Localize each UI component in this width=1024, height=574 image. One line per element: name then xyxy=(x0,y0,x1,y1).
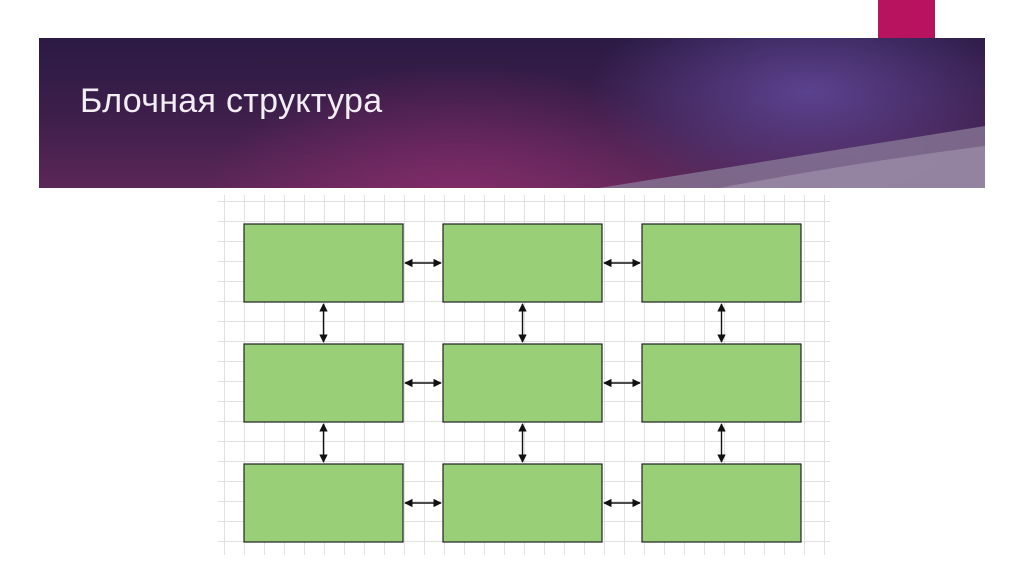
block-r3c2 xyxy=(442,463,603,543)
block-r1c3 xyxy=(641,223,802,303)
block-r3c3 xyxy=(641,463,802,543)
block-r2c1 xyxy=(243,343,404,423)
title-band: Блочная структура xyxy=(39,38,985,188)
block-r1c2 xyxy=(442,223,603,303)
block-r1c1 xyxy=(243,223,404,303)
block-r2c3 xyxy=(641,343,802,423)
slide-title: Блочная структура xyxy=(80,82,383,120)
diagram-canvas xyxy=(218,195,830,555)
block-diagram xyxy=(243,223,802,543)
block-r2c2 xyxy=(442,343,603,423)
band-swoosh xyxy=(599,126,985,188)
block-r3c1 xyxy=(243,463,404,543)
